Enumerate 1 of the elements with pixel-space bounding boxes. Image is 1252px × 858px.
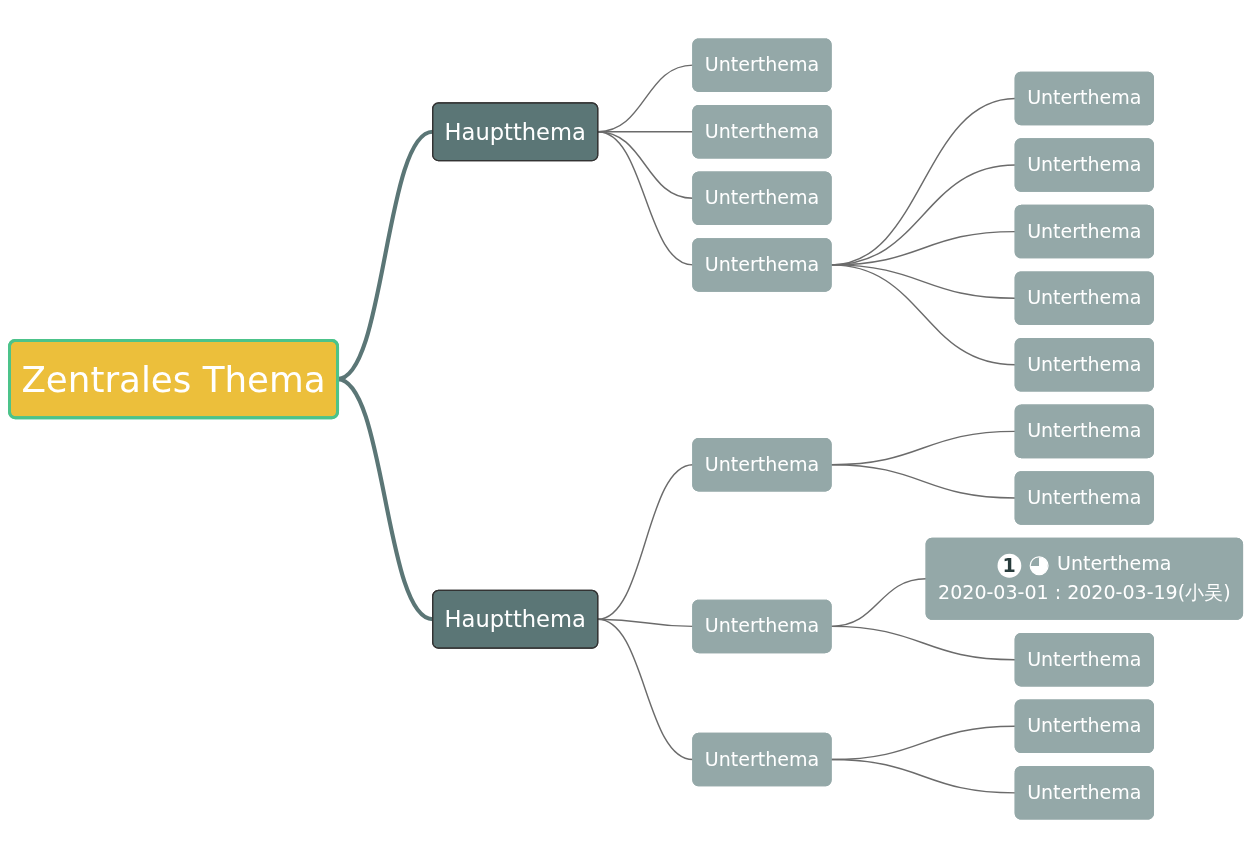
connector [597, 131, 694, 266]
